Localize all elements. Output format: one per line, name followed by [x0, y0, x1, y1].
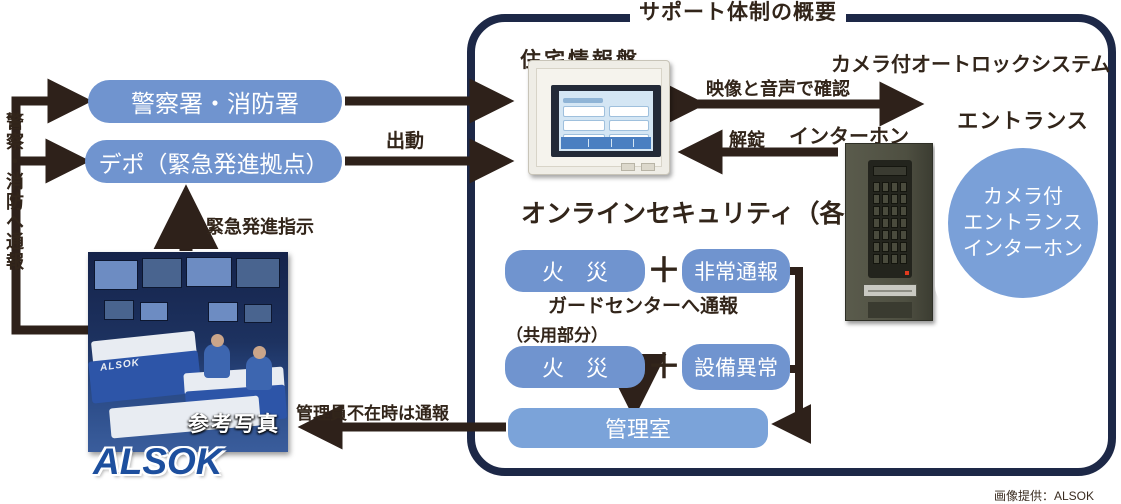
intercom-display-slot — [873, 166, 907, 176]
autolock-system-label: カメラ付オートロックシステム — [831, 54, 1111, 76]
ui-header — [563, 98, 603, 103]
monitor-wall — [142, 258, 182, 288]
alsok-logo: ALSOK — [93, 441, 223, 482]
emergency-report-box: 非常通報 — [682, 249, 790, 293]
operator-person — [246, 346, 272, 390]
plus-sign-2: ＋ — [647, 348, 681, 386]
dispatch-label: 出動 — [386, 131, 425, 152]
equipment-fault-label: 設備異常 — [694, 357, 778, 380]
footer-credit: 画像提供：ALSOK — [994, 489, 1095, 503]
monitor — [208, 302, 238, 322]
intercom-label: インターホン — [789, 126, 909, 148]
emergency-to-controlroom-line — [771, 267, 812, 444]
monitor — [244, 304, 272, 323]
operator-person — [204, 334, 230, 378]
panel-faceplate — [536, 68, 662, 171]
entrance-label: エントランス — [957, 110, 1089, 133]
control-room-box: 管理室 — [508, 408, 768, 448]
residential-panel-device — [528, 60, 670, 175]
guard-center-photo: ALSOK 参考写真 — [88, 252, 288, 452]
fire-alarm-box-2: 火 災 — [505, 346, 645, 388]
intercom-name-strip — [863, 284, 917, 297]
dispatch-order-label: 緊急発進指示 — [206, 217, 314, 237]
ui-button — [609, 106, 649, 117]
ui-button — [609, 120, 649, 131]
panel-hw-button — [641, 163, 655, 171]
photo-caption: 参考写真 — [188, 413, 280, 436]
guardcenter-report-label: ガードセンターへ通報 — [548, 296, 739, 317]
intercom-keypad — [868, 160, 912, 278]
monitor-wall — [186, 257, 232, 287]
callout-line3: インターホン — [963, 238, 1083, 260]
diagram-title: サポート体制の概要 — [630, 0, 846, 28]
ui-button — [563, 106, 605, 117]
callout-line2: エントランス — [963, 212, 1083, 234]
fire-alarm-box-1: 火 災 — [505, 250, 645, 292]
depot-box: デポ（緊急発進拠点） — [85, 140, 342, 183]
monitor — [104, 300, 134, 320]
intercom-led — [905, 271, 909, 275]
police-fire-station-box: 警察署・消防署 — [88, 80, 342, 123]
callout-line1: カメラ付 — [983, 186, 1063, 208]
fire-alarm-label-2: 火 災 — [541, 356, 608, 381]
audio-video-confirm-label: 映像と音声で確認 — [706, 79, 850, 99]
camera-intercom-callout: カメラ付 エントランス インターホン — [948, 148, 1098, 298]
panel-hw-button — [621, 163, 635, 171]
manager-absent-note: 管理員不在時は通報 — [296, 404, 449, 423]
report-to-police-label: 警察・消防へ通報 — [4, 112, 24, 272]
plus-sign-1: ＋ — [647, 252, 681, 290]
unlock-label: 解錠 — [729, 130, 765, 150]
fire-alarm-label-1: 火 災 — [541, 260, 608, 285]
guardcenter-to-police-line — [11, 78, 93, 335]
ui-footer-bar — [561, 137, 651, 149]
monitor-wall — [236, 258, 280, 288]
emergency-report-label: 非常通報 — [694, 261, 778, 284]
entrance-intercom-device — [845, 143, 933, 321]
control-room-label: 管理室 — [604, 417, 671, 442]
panel-screen — [551, 85, 661, 157]
police-fire-station-label: 警察署・消防署 — [131, 91, 299, 118]
common-area-note: （共用部分） — [506, 326, 608, 345]
panel-screen-ui — [559, 91, 653, 151]
depot-label: デポ（緊急発進拠点） — [98, 150, 329, 177]
equipment-fault-box: 設備異常 — [682, 344, 790, 390]
intercom-key-grid — [873, 182, 907, 264]
monitor-wall — [94, 260, 138, 290]
monitor — [140, 302, 168, 321]
ui-button — [563, 120, 605, 131]
intercom-speaker-block — [868, 302, 912, 318]
